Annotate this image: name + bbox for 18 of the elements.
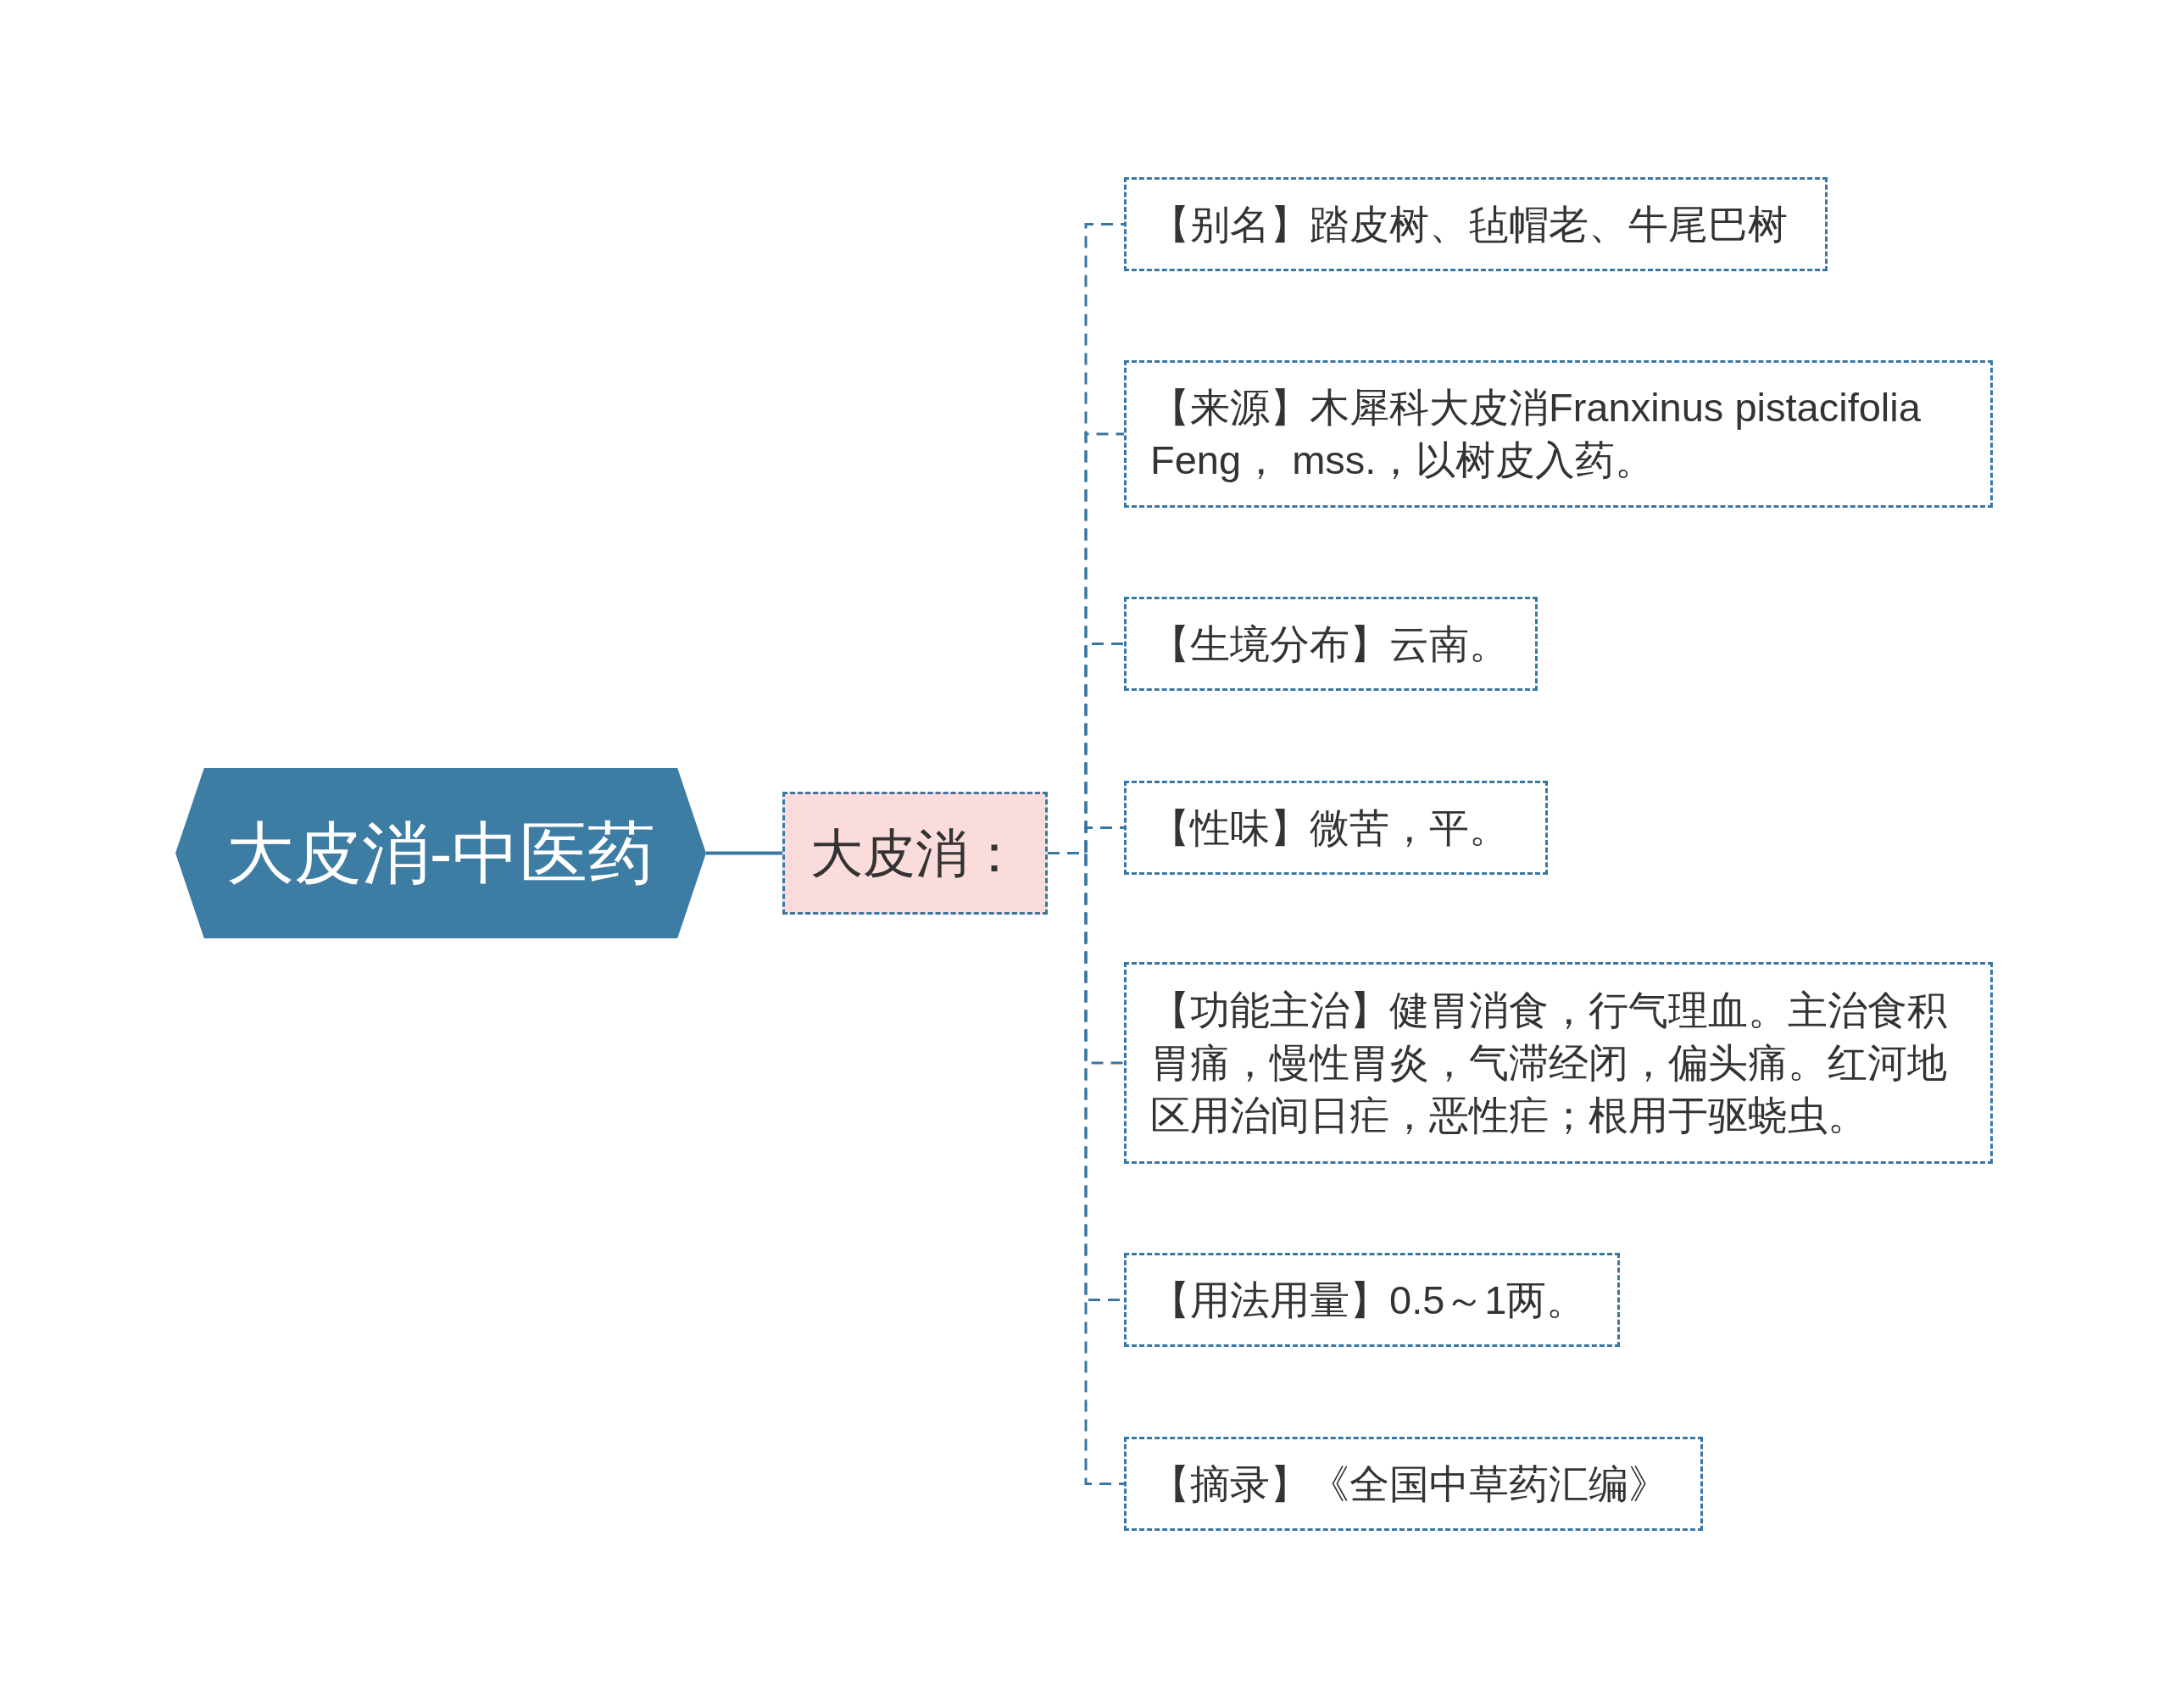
subtopic-box <box>1124 1437 1703 1531</box>
central-topic-text: 大皮消-中医药 <box>225 814 656 893</box>
subtopic-text: 【别名】踏皮树、毡帽老、牛尾巴树 <box>1150 200 1789 248</box>
subtopic-box <box>1124 597 1538 691</box>
subtopic-text: 【用法用量】0.5～1两。 <box>1150 1276 1588 1324</box>
topic-text: 大皮消： <box>810 822 1021 884</box>
subtopic-text: 【来源】木犀科大皮消Franxinus pistacifolia Feng， mss.，以树皮入药。 <box>1150 384 1922 484</box>
subtopic-box <box>1124 962 1993 1164</box>
subtopic-box <box>1124 360 1993 508</box>
subtopic-text: 【性味】微苦，平。 <box>1150 804 1510 852</box>
subtopic-box <box>1124 781 1548 875</box>
subtopic-box <box>1124 1253 1620 1347</box>
subtopic-text: 【生境分布】云南。 <box>1150 620 1510 668</box>
subtopic-text: 【摘录】《全国中草药汇编》 <box>1150 1460 1669 1508</box>
connector-line <box>706 851 782 855</box>
subtopic-text: 【功能主治】健胃消食，行气理血。主治食积胃痛，慢性胃炎，气滞经闭，偏头痛。红河地区用治间日疟，恶性疟；根用于驱蛲虫。 <box>1150 987 1948 1139</box>
subtopic-box <box>1124 177 1828 271</box>
topic-box <box>782 792 1048 915</box>
